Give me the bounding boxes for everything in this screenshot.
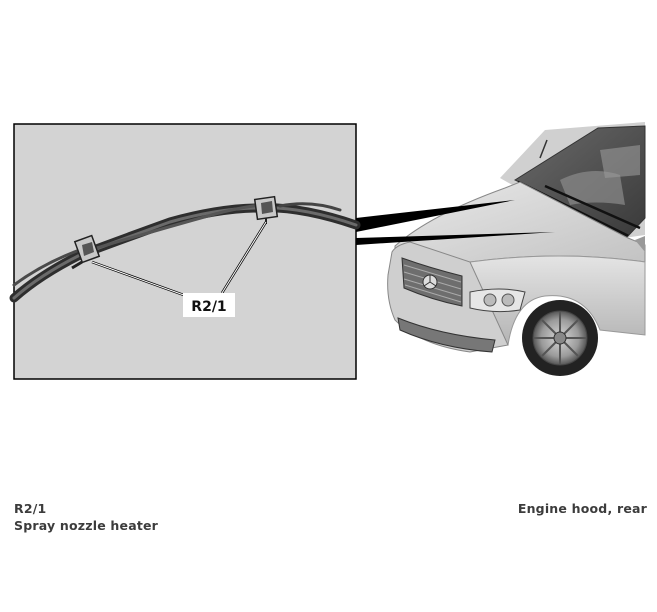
car-illustration [387, 122, 646, 376]
legend-location: Engine hood, rear [517, 501, 647, 516]
detail-inset: R2/1 [9, 123, 361, 380]
spray-nozzle-icon [253, 195, 279, 224]
washer-hose [9, 202, 361, 303]
legend-description: Spray nozzle heater [14, 518, 159, 533]
zoom-pointer [356, 200, 555, 245]
callout-label: R2/1 [191, 299, 226, 315]
legend-code: R2/1 [14, 501, 47, 516]
spray-nozzle-icon [71, 234, 101, 270]
